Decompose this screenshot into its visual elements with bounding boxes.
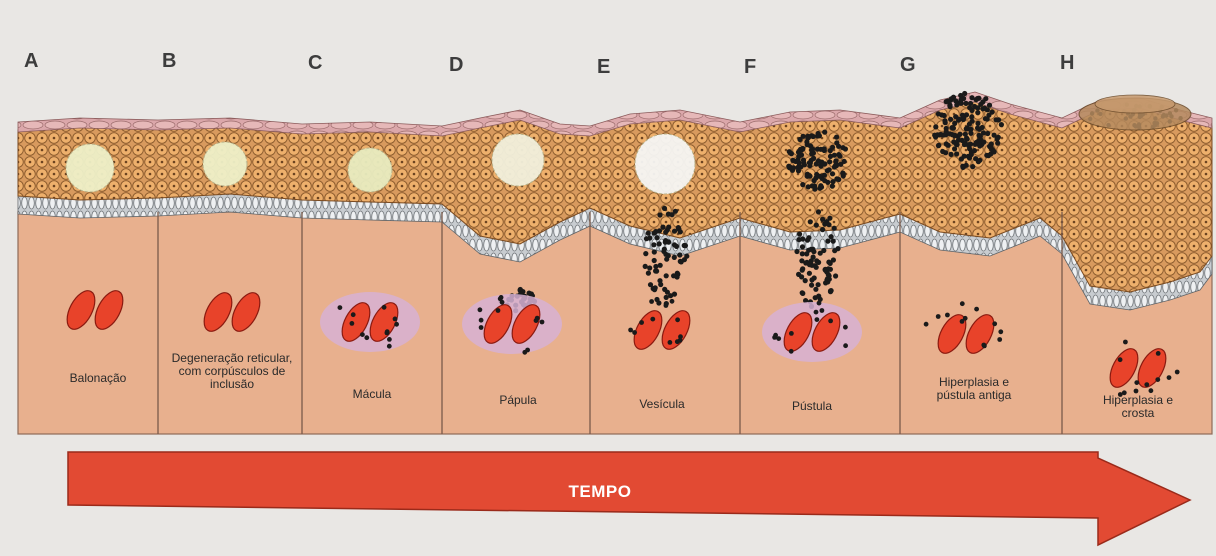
stage-letter-b: B: [162, 50, 177, 73]
stage-caption-d: Pápula: [468, 394, 568, 407]
stage-letter-a: A: [24, 50, 39, 73]
stage-letter-h: H: [1060, 52, 1075, 75]
reticular-degeneration-b: [203, 142, 247, 186]
time-arrow-label: TEMPO: [520, 482, 680, 502]
stage-letter-e: E: [597, 56, 611, 79]
stage-letter-g: G: [900, 54, 916, 77]
stage-caption-f: Pústula: [762, 400, 862, 413]
stage-caption-e: Vesícula: [612, 398, 712, 411]
stage-letter-f: F: [744, 56, 757, 79]
stage-caption-h: Hiperplasia e crosta: [1090, 394, 1186, 420]
stage-caption-a: Balonação: [48, 372, 148, 385]
crust-top-h: [1095, 95, 1175, 113]
stage-letter-c: C: [308, 52, 323, 75]
vesicle-cavity-e: [635, 134, 695, 194]
papule-cavity-d: [492, 134, 544, 186]
stage-caption-c: Mácula: [322, 388, 422, 401]
stage-caption-g: Hiperplasia e pústula antiga: [918, 376, 1030, 402]
balloon-cells-a: [66, 144, 114, 192]
stage-letter-d: D: [449, 54, 464, 77]
inclusion-cells-c: [348, 148, 392, 192]
stage-caption-b: Degeneração reticular, com corpúsculos d…: [164, 352, 300, 391]
vessel-pair-c: [320, 292, 420, 352]
